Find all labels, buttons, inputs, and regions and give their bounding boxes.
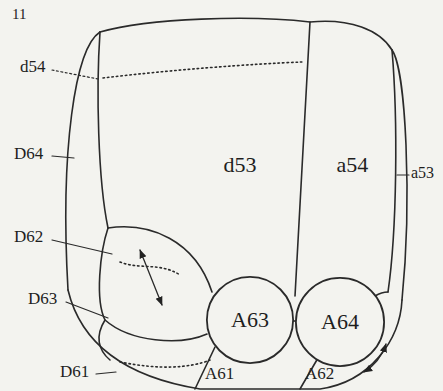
cell-name: A64	[321, 311, 359, 333]
cell-name: a54	[337, 154, 369, 176]
cell-outline	[295, 22, 310, 296]
leader-line	[52, 156, 74, 158]
cell-outline	[99, 320, 110, 360]
hidden-boundary	[120, 360, 210, 367]
leader-line	[96, 372, 116, 374]
cell-label: D61	[60, 363, 89, 382]
cell-name: d53	[224, 154, 257, 176]
hidden-boundary	[120, 262, 180, 275]
cell-label: d54	[20, 58, 46, 77]
cell-label: D62	[14, 228, 43, 247]
cell-region: d53	[195, 140, 285, 190]
cell-outline	[99, 228, 207, 341]
leader-line	[397, 174, 409, 175]
hidden-boundary	[103, 62, 302, 78]
cell-label: A61	[205, 365, 234, 384]
cell-label: D64	[14, 145, 43, 164]
leader-line	[66, 302, 108, 318]
cell-outline	[375, 292, 388, 296]
leader-line	[52, 70, 98, 79]
cell-name: A63	[231, 309, 269, 331]
cell-label: D63	[28, 290, 57, 309]
cell-circle: A63	[206, 276, 294, 364]
cell-outline	[100, 18, 392, 50]
cell-outline	[98, 32, 108, 228]
cell-region: a54	[315, 140, 390, 190]
cell-circle: A64	[295, 277, 385, 367]
cell-outline	[108, 227, 212, 292]
leader-line	[52, 240, 112, 254]
figure-number: 11	[12, 6, 26, 23]
cell-outline	[66, 32, 100, 290]
cell-label: A62	[305, 365, 334, 384]
cell-outline	[388, 50, 396, 292]
cleavage-arrow	[140, 250, 162, 305]
cell-label: a53	[411, 164, 434, 182]
